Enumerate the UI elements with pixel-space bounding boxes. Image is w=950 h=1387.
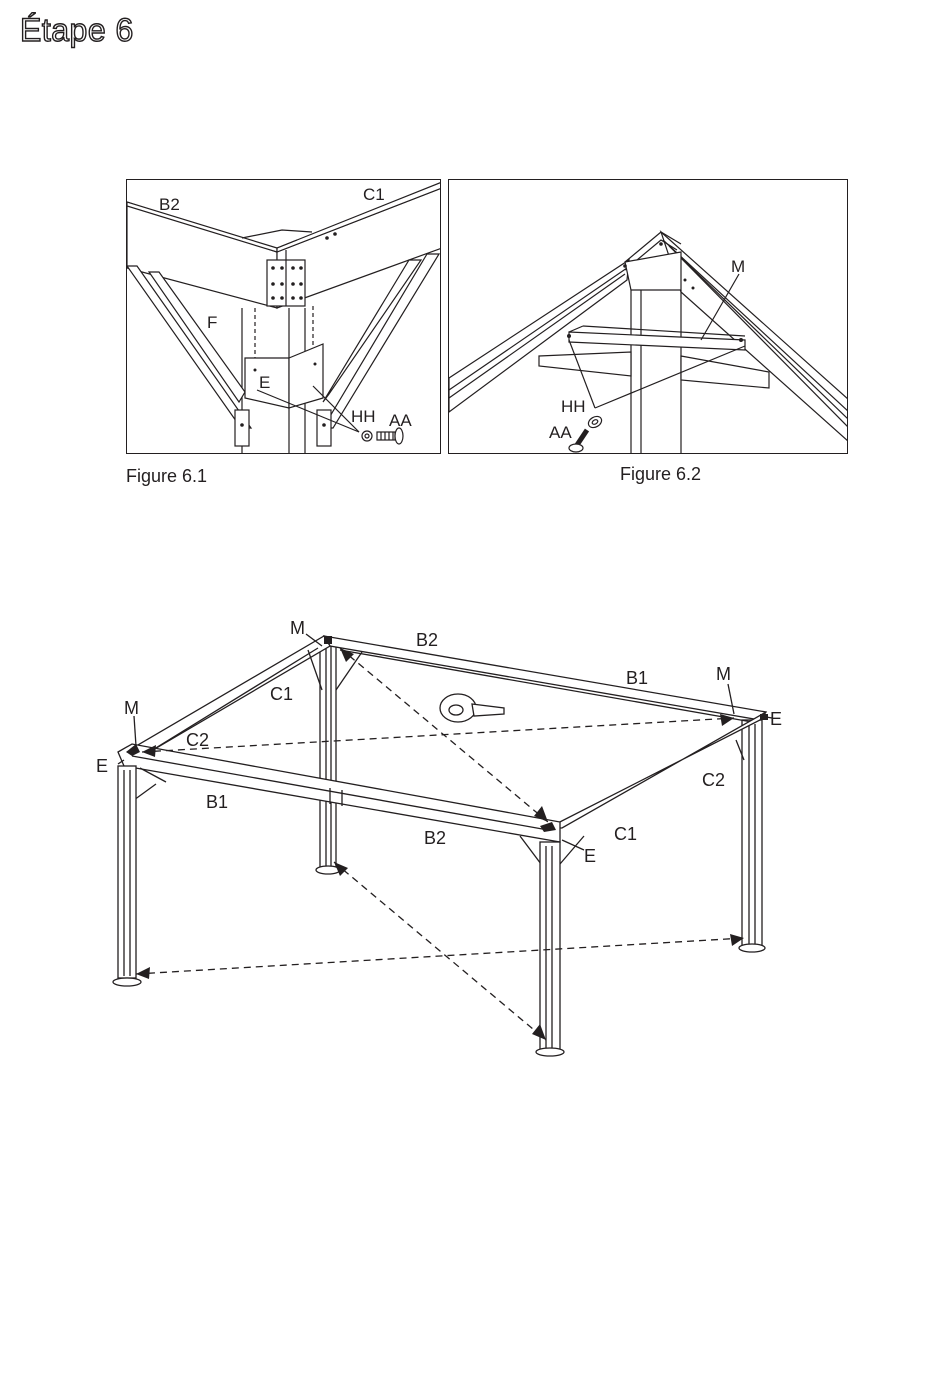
label-c2-left: C2: [186, 730, 209, 750]
figure-6-1-panel: B2 C1 F E HH AA: [126, 179, 441, 454]
label-e: E: [259, 373, 270, 392]
label-hh: HH: [561, 397, 586, 416]
label-b1-top: B1: [626, 668, 648, 688]
label-c2-right: C2: [702, 770, 725, 790]
figure-6-2-drawing: M HH AA: [449, 180, 848, 454]
label-aa: AA: [389, 411, 412, 430]
label-e-front: E: [584, 846, 596, 866]
figure-6-1-drawing: B2 C1 F E HH AA: [127, 180, 441, 454]
label-b2-front: B2: [424, 828, 446, 848]
label-m: M: [731, 257, 745, 276]
label-m-top: M: [290, 618, 305, 638]
label-b2: B2: [159, 195, 180, 214]
figure-6-2-caption: Figure 6.2: [620, 464, 701, 485]
label-c1-left: C1: [270, 684, 293, 704]
label-m-right: M: [716, 664, 731, 684]
label-hh: HH: [351, 407, 376, 426]
label-m-left: M: [124, 698, 139, 718]
label-b1-front: B1: [206, 792, 228, 812]
label-c1-right: C1: [614, 824, 637, 844]
label-aa: AA: [549, 423, 572, 442]
figure-6-1-caption: Figure 6.1: [126, 466, 207, 487]
label-f: F: [207, 313, 217, 332]
label-e-left: E: [96, 756, 108, 776]
step-title: Étape 6: [20, 12, 134, 49]
label-b2-top: B2: [416, 630, 438, 650]
figure-6-2-panel: M HH AA: [448, 179, 848, 454]
label-e-right: E: [770, 709, 782, 729]
label-c1: C1: [363, 185, 385, 204]
